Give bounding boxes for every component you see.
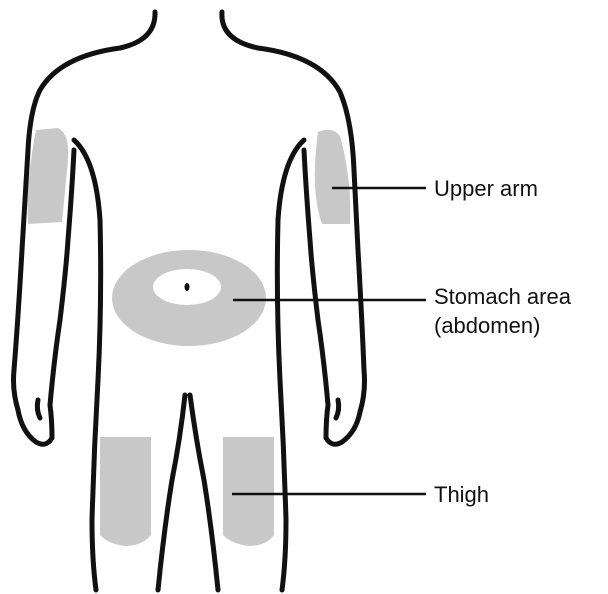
right-inner-leg-outline	[190, 395, 218, 590]
right-hand-outline	[326, 405, 360, 444]
thigh-zone-left	[100, 437, 151, 546]
left-thumb-outline	[37, 400, 40, 418]
abdomen-label: (abdomen)	[434, 313, 540, 338]
right-torso-side-outline	[277, 140, 304, 590]
injection-zones	[28, 128, 351, 546]
right-thumb-outline	[336, 400, 339, 418]
stomach-area-label: Stomach area	[434, 284, 572, 309]
left-inner-leg-outline	[158, 395, 185, 590]
thigh-zone-right	[223, 437, 274, 546]
navel	[185, 283, 190, 291]
stomach-area-zone	[112, 250, 266, 346]
left-torso-side-outline	[74, 140, 101, 590]
upper-arm-zone-left	[28, 128, 69, 224]
upper-arm-label: Upper arm	[434, 176, 538, 201]
thigh-label: Thigh	[434, 482, 489, 507]
left-hand-outline	[18, 405, 52, 444]
upper-arm-zone-right	[315, 130, 350, 224]
